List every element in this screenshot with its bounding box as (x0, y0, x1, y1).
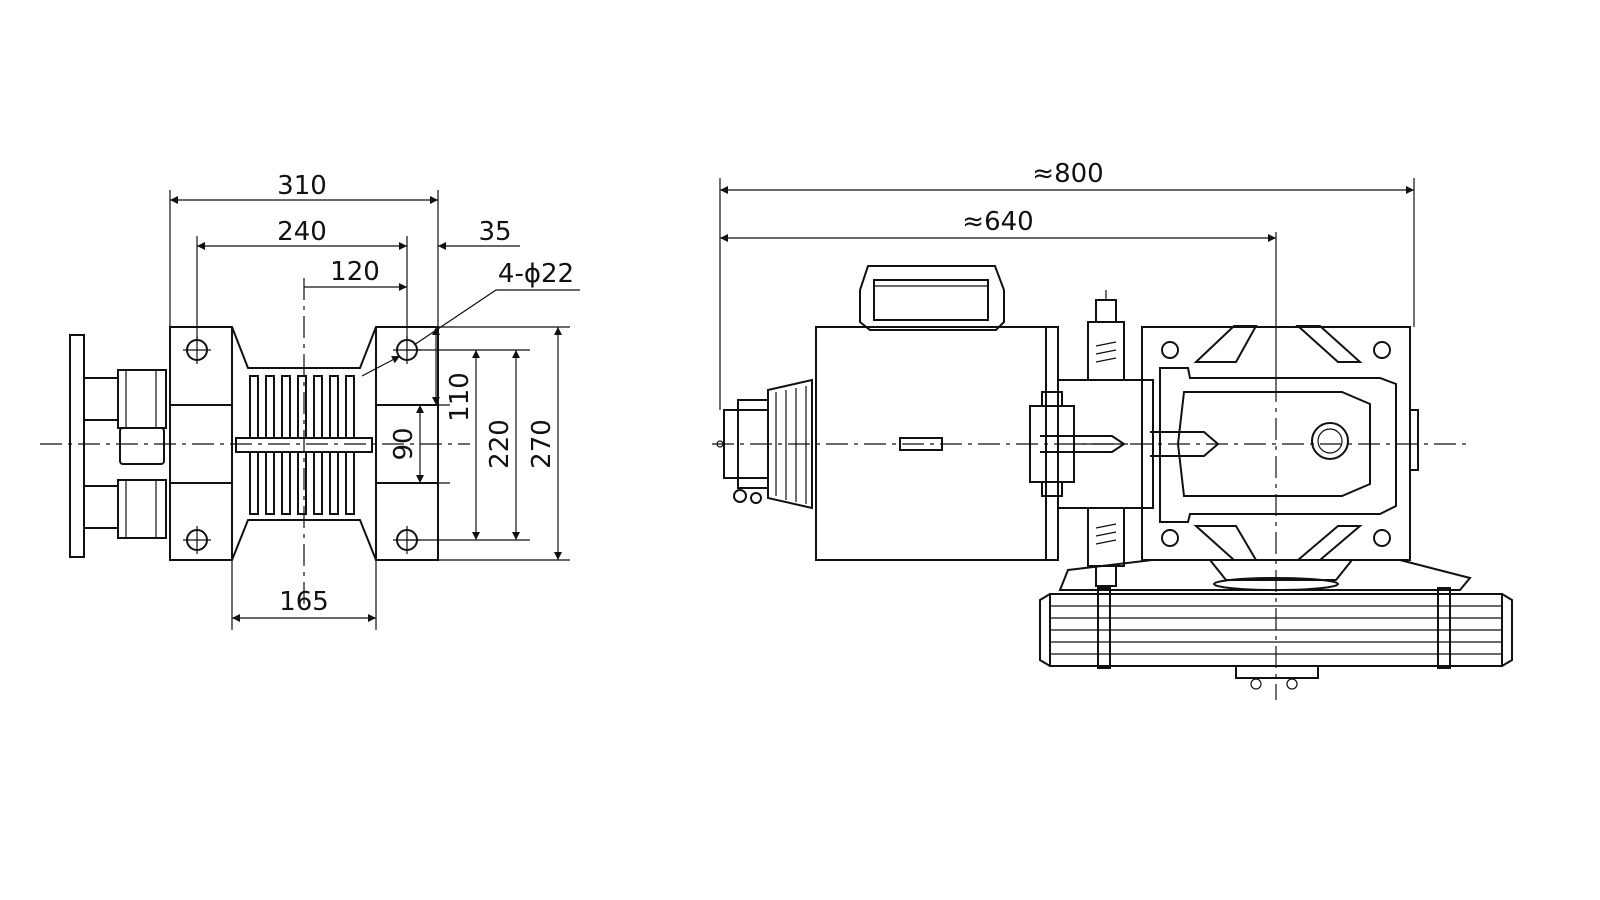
cooling-fins (249, 375, 355, 515)
gearbox (1141, 325, 1419, 561)
side-view: 310 240 120 35 4-ϕ22 165 110 90 220 270 (40, 171, 580, 630)
motor-stub-upper (83, 377, 119, 421)
traction-sheave (1039, 587, 1513, 690)
connector-box (119, 427, 165, 465)
nameplate-slot (899, 437, 943, 451)
motor-stub-lower (83, 485, 119, 529)
terminal-box (859, 265, 1005, 331)
dim-220-label: 220 (485, 419, 515, 469)
holes-label: 4-ϕ22 (498, 259, 574, 289)
encoder-cap (716, 378, 813, 510)
dim-35-label: 35 (478, 217, 511, 247)
dim-110-label: 110 (445, 372, 475, 422)
base-plate (1058, 559, 1472, 591)
dim-640-label: ≈640 (962, 207, 1033, 237)
dim-270-label: 270 (527, 419, 557, 469)
dim-240-label: 240 (277, 217, 327, 247)
brand-logo-circle (1311, 422, 1349, 460)
dim-165-label: 165 (279, 587, 329, 617)
flange-plate (69, 334, 85, 558)
dim-120-label: 120 (330, 257, 380, 287)
brake-assembly (1029, 290, 1154, 587)
dim-310-label: 310 (277, 171, 327, 201)
dim-800-label: ≈800 (1032, 159, 1103, 189)
front-view: ≈800 ≈640 (712, 159, 1513, 700)
dim-90-label: 90 (389, 427, 419, 460)
